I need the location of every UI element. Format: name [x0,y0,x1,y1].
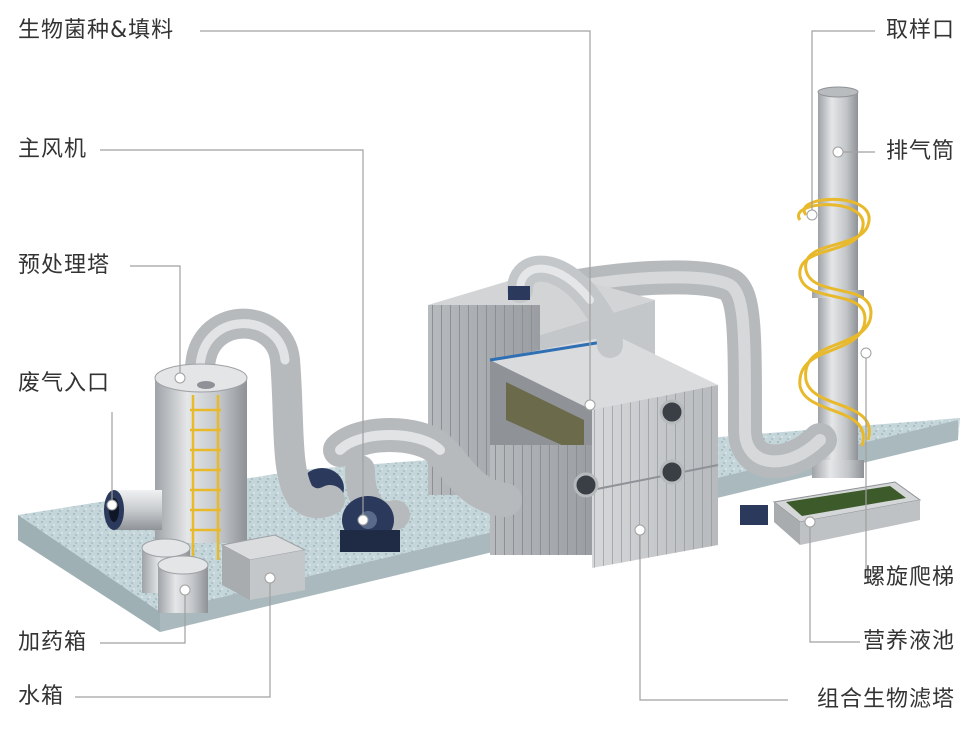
label-bio-fill: 生物菌种&填料 [18,18,175,43]
leader-bio-fill [200,30,591,405]
label-water-tank: 水箱 [18,684,65,709]
water-tank-shape [220,534,307,600]
leader-lines [75,30,875,701]
leader-dosing-tank [100,590,186,644]
label-bio-filter-tower: 组合生物滤塔 [816,687,955,712]
label-exhaust-stack: 排气筒 [885,139,955,164]
label-main-fan: 主风机 [18,137,88,162]
label-dosing-tank: 加药箱 [18,630,88,655]
marker-dots [106,146,872,596]
nutrient-pool-shape [740,481,922,545]
duct-to-stack [543,260,837,479]
label-gas-inlet: 废气入口 [18,371,111,396]
leader-nutrient-pool [809,522,860,643]
exhaust-stack-shape [812,86,864,478]
leader-main-fan [100,149,364,520]
leader-water-tank [75,578,271,698]
duct-tower-to-fan [185,308,345,519]
label-pretreat-tower: 预处理塔 [18,253,111,278]
leader-bio-filter-tower [639,530,788,701]
leader-sampling-port [811,30,875,215]
top-duct [507,255,623,358]
label-nutrient-pool: 营养液池 [862,629,955,654]
bio-filter-front [489,335,719,568]
leader-pretreat-tower [130,265,181,378]
spiral-ladder-shape [796,197,873,447]
label-sampling-port: 取样口 [885,18,955,43]
label-spiral-ladder: 螺旋爬梯 [862,565,955,590]
pretreat-tower-shape [154,363,248,560]
leader-spiral-ladder [865,353,870,579]
